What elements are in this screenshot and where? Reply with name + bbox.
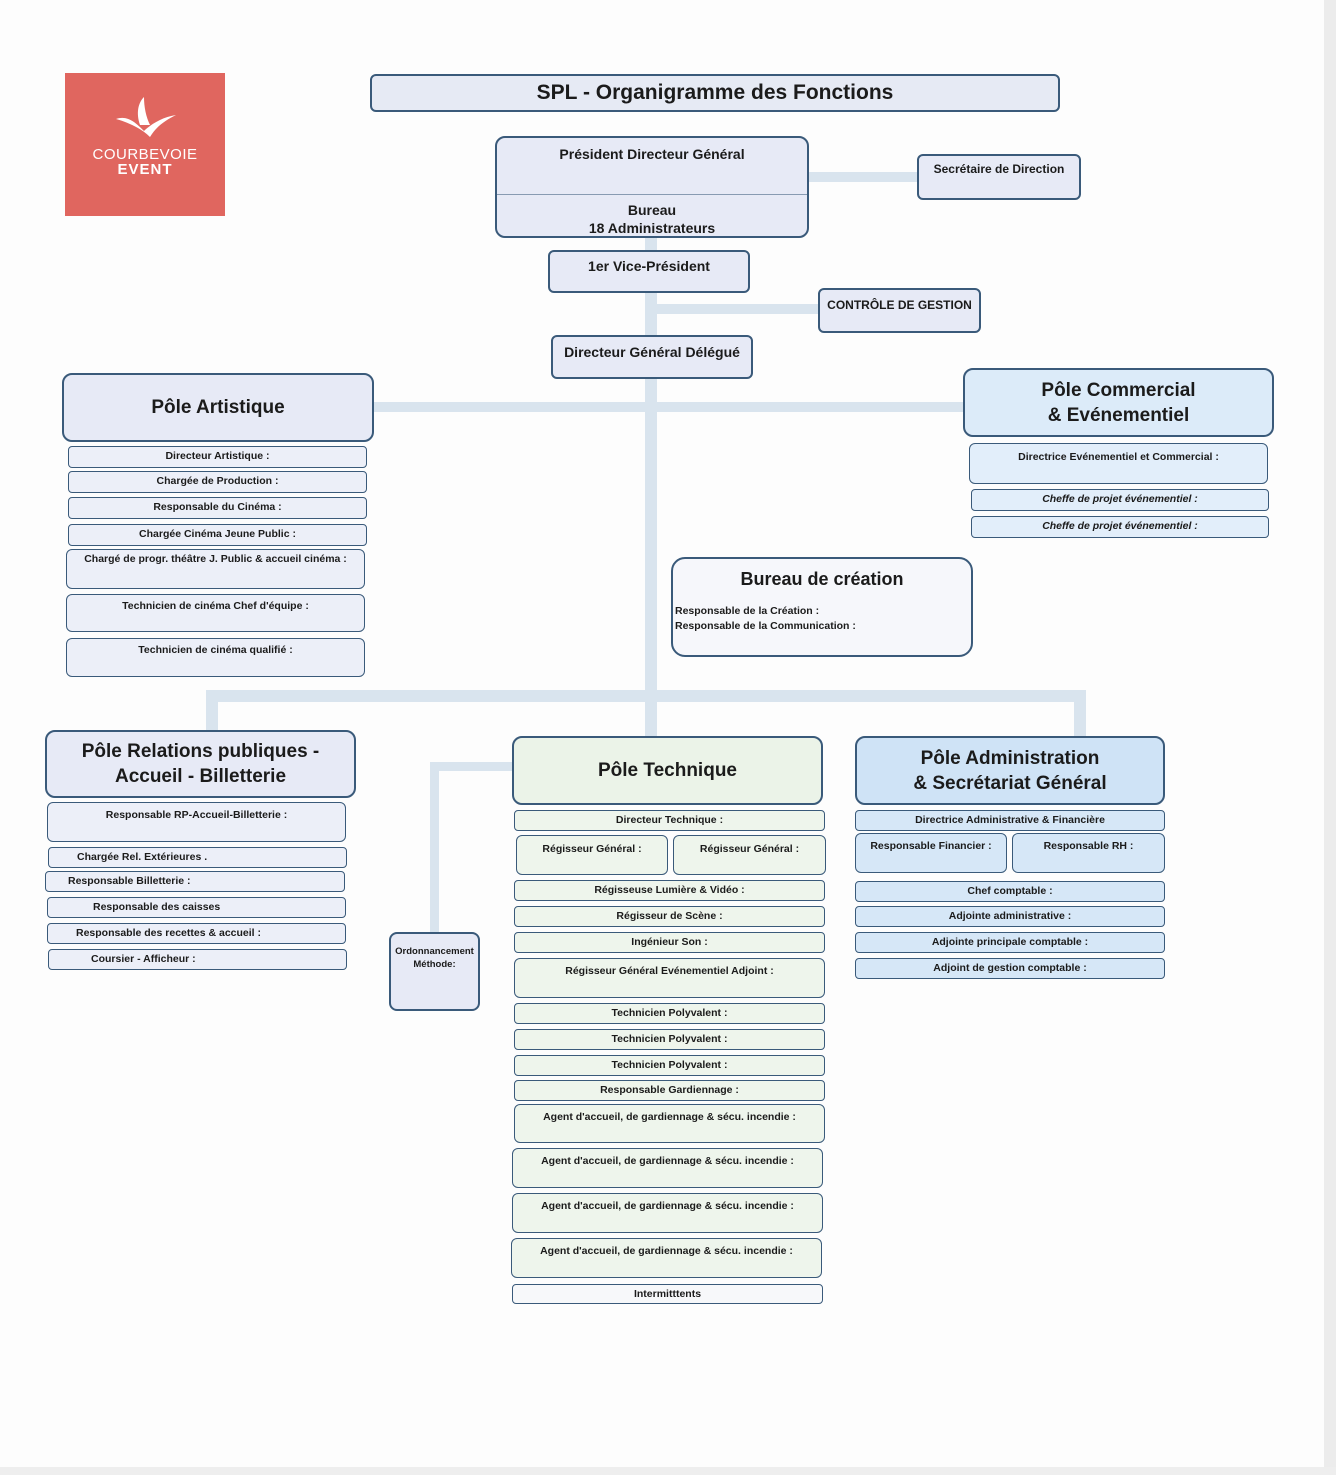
list-item: Directeur Artistique :: [68, 446, 367, 468]
list-item: Ingénieur Son :: [514, 932, 825, 953]
list-item: Chargé de progr. théâtre J. Public & acc…: [66, 549, 365, 589]
pole-technique-header: Pôle Technique: [512, 736, 823, 805]
pole-rp-header: Pôle Relations publiques - Accueil - Bil…: [45, 730, 356, 798]
pole-rp-title-1: Pôle Relations publiques -: [81, 741, 320, 762]
list-item: Technicien Polyvalent :: [514, 1003, 825, 1024]
list-item: Chargée Rel. Extérieures .: [48, 847, 347, 868]
bureau-creation-title: Bureau de création: [740, 569, 904, 589]
list-item: Responsable Gardiennage :: [514, 1080, 825, 1101]
list-item: Directrice Evénementiel et Commercial :: [969, 443, 1268, 484]
pole-artistique-title: Pôle Artistique: [151, 397, 285, 418]
connector-poles-top: [372, 402, 964, 412]
list-item: Agent d'accueil, de gardiennage & sécu. …: [511, 1238, 822, 1278]
list-item: Chargée Cinéma Jeune Public :: [68, 524, 367, 546]
connector-controle: [655, 304, 819, 314]
dgd-label: Directeur Général Délégué: [564, 344, 740, 360]
list-item: Régisseur de Scène :: [514, 906, 825, 927]
pole-commercial-title-1: Pôle Commercial: [1041, 379, 1196, 401]
controle-gestion-label: CONTRÔLE DE GESTION: [827, 298, 972, 312]
secretaire-label: Secrétaire de Direction: [933, 162, 1065, 176]
page-title-text: SPL - Organigramme des Fonctions: [536, 81, 894, 104]
list-item: Agent d'accueil, de gardiennage & sécu. …: [512, 1148, 823, 1188]
pole-admin-title-1: Pôle Administration: [920, 747, 1100, 769]
list-item: Régisseur Général Evénementiel Adjoint :: [514, 958, 825, 998]
list-item: Coursier - Afficheur :: [48, 949, 347, 970]
connector-poles-bottom: [206, 690, 1086, 702]
list-item: Agent d'accueil, de gardiennage & sécu. …: [512, 1193, 823, 1233]
bureau-creation-item: Responsable de la Création :: [675, 605, 820, 617]
pole-admin-header: Pôle Administration & Secrétariat Généra…: [855, 736, 1165, 805]
dgd-box: Directeur Général Délégué: [551, 335, 753, 379]
scan-edge-right: [1324, 0, 1336, 1475]
list-item: Chef comptable :: [855, 881, 1165, 902]
connector-ordo-v: [430, 762, 439, 932]
president-divider: [497, 194, 807, 195]
list-item: Agent d'accueil, de gardiennage & sécu. …: [514, 1104, 825, 1143]
logo-text-courbevoie: COURBEVOIE: [92, 146, 198, 163]
pole-artistique-header: Pôle Artistique: [62, 373, 374, 442]
bureau-creation-box: Bureau de création Responsable de la Cré…: [671, 557, 973, 657]
logo: COURBEVOIE EVENT: [65, 73, 225, 216]
ordonnancement-box: Ordonnancement Méthode:: [389, 932, 480, 1011]
ordonnancement-label: Ordonnancement: [395, 946, 474, 957]
list-item: Régisseuse Lumière & Vidéo :: [514, 880, 825, 901]
list-item: Responsable des recettes & accueil :: [47, 923, 346, 944]
pole-commercial-title-2: & Evénementiel: [1047, 404, 1190, 426]
list-item: Régisseur Général :: [516, 835, 668, 875]
logo-text-event: EVENT: [117, 161, 173, 178]
list-item: Responsable du Cinéma :: [68, 497, 367, 519]
list-item: Adjoint de gestion comptable :: [855, 958, 1165, 979]
president-box: Président Directeur Général Bureau 18 Ad…: [495, 136, 809, 238]
list-item: Technicien de cinéma qualifié :: [66, 638, 365, 677]
list-item: Intermitttents: [512, 1284, 823, 1304]
list-item: Responsable RH :: [1012, 833, 1165, 873]
list-item: Adjointe administrative :: [855, 906, 1165, 927]
list-item: Adjointe principale comptable :: [855, 932, 1165, 953]
bureau-creation-item: Responsable de la Communication :: [675, 620, 856, 632]
pole-commercial-header: Pôle Commercial & Evénementiel: [963, 368, 1274, 437]
page-title: SPL - Organigramme des Fonctions: [370, 74, 1060, 112]
list-item: Responsable Financier :: [855, 833, 1007, 873]
list-item: Technicien Polyvalent :: [514, 1029, 825, 1050]
vice-president-box: 1er Vice-Président: [548, 250, 750, 293]
methode-label: Méthode:: [413, 959, 456, 970]
list-item: Directeur Technique :: [514, 810, 825, 831]
pole-rp-title-2: Accueil - Billetterie: [114, 766, 287, 787]
list-item: Responsable des caisses: [47, 897, 346, 918]
list-item: Responsable Billetterie :: [45, 871, 345, 892]
list-item: Responsable RP-Accueil-Billetterie :: [47, 802, 346, 842]
secretaire-box: Secrétaire de Direction: [917, 154, 1081, 200]
pole-admin-title-2: & Secrétariat Général: [913, 772, 1107, 794]
connector-secretaire: [808, 172, 920, 182]
vice-president-label: 1er Vice-Président: [588, 258, 710, 274]
bureau-label: Bureau: [627, 202, 677, 218]
bird-icon: [116, 97, 176, 137]
list-item: Cheffe de projet événementiel :: [971, 489, 1269, 511]
list-item: Technicien de cinéma Chef d'équipe :: [66, 594, 365, 632]
list-item: Chargée de Production :: [68, 471, 367, 493]
list-item: Régisseur Général :: [673, 835, 826, 875]
pole-technique-title: Pôle Technique: [597, 760, 737, 781]
president-label: Président Directeur Général: [559, 146, 745, 162]
administrateurs-label: 18 Administrateurs: [588, 220, 716, 236]
connector-admin: [1074, 690, 1086, 738]
controle-gestion-box: CONTRÔLE DE GESTION: [818, 288, 981, 333]
list-item: Directrice Administrative & Financière: [855, 810, 1165, 831]
scan-edge-bottom: [0, 1467, 1336, 1475]
list-item: Cheffe de projet événementiel :: [971, 516, 1269, 538]
list-item: Technicien Polyvalent :: [514, 1055, 825, 1076]
connector-ordo-h: [430, 762, 514, 771]
connector-rp: [206, 690, 218, 732]
